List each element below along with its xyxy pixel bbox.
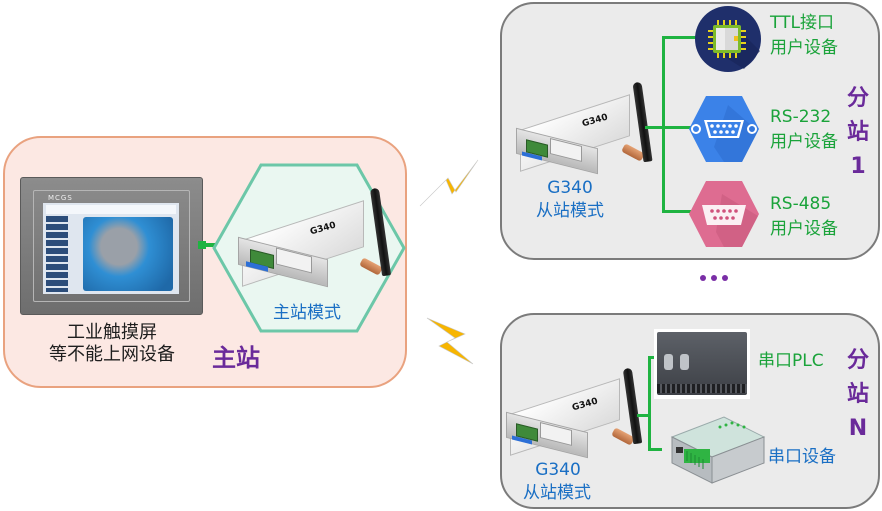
plc-serial-port	[664, 354, 673, 370]
hmi-display-banner	[46, 205, 176, 214]
bus-line	[662, 36, 665, 213]
wireless-link-bolt-icon	[419, 159, 479, 207]
g340-slaven-device: G340	[502, 366, 652, 466]
hmi-caption-line1: 工业触摸屏	[67, 322, 157, 343]
g340-master-device: G340	[232, 180, 407, 290]
station-label-char: 1	[850, 154, 866, 179]
hmi-brand-label: MCGS	[48, 194, 73, 202]
endpoint-rs232-line1: RS-232	[770, 107, 832, 127]
slave1-model-label: G340	[547, 178, 593, 198]
endpoint-ttl-line2: 用户设备	[770, 38, 838, 58]
rs485-db9-icon	[689, 181, 759, 247]
endpoint-rs485-line1: RS-485	[770, 194, 832, 214]
station-label-char: N	[848, 416, 868, 441]
serial-device-icon	[670, 416, 766, 484]
endpoint-rs232-line2: 用户设备	[770, 132, 838, 152]
hmi-caption-line2: 等不能上网设备	[49, 344, 175, 365]
wireless-link-bolt-icon	[426, 317, 474, 365]
bus-line	[662, 126, 692, 129]
hmi-display-menu	[46, 216, 68, 292]
bus-line	[648, 356, 651, 451]
hmi-bezel: MCGS	[33, 190, 190, 302]
hmi-display	[43, 203, 179, 294]
slaven-mode-label: 从站模式	[523, 483, 591, 503]
bus-line	[648, 356, 658, 359]
bus-line	[648, 448, 662, 451]
rs232-db9-icon	[689, 96, 759, 162]
endpoint-serial-device-label: 串口设备	[768, 447, 836, 467]
plc-serial-port	[680, 354, 689, 370]
serial-connector	[198, 241, 206, 249]
station-label-char: 站	[846, 120, 869, 145]
plc-icon	[654, 329, 750, 399]
more-stations-ellipsis	[700, 275, 728, 281]
endpoint-rs485-line2: 用户设备	[770, 219, 838, 239]
station-label-char: 站	[846, 382, 869, 407]
station-label-char: 分	[846, 348, 869, 373]
ellipsis-dot	[711, 275, 717, 281]
ellipsis-dot	[700, 275, 706, 281]
station-label-char: 分	[846, 86, 869, 111]
bus-line	[662, 210, 692, 213]
hmi-display-image	[83, 217, 173, 291]
slave-station-n-label: 分 站 N	[843, 344, 873, 446]
master-station-label: 主站	[212, 344, 260, 372]
ellipsis-dot	[722, 275, 728, 281]
serial-link-line	[202, 243, 224, 247]
chip-icon	[695, 6, 761, 72]
bus-line	[662, 36, 696, 39]
endpoint-ttl-line1: TTL接口	[770, 13, 834, 33]
bus-line	[645, 126, 665, 129]
plc-terminals	[657, 384, 747, 393]
touch-screen-hmi: MCGS	[20, 177, 203, 315]
endpoint-plc-label: 串口PLC	[758, 351, 824, 371]
slave-station-1-label: 分 站 1	[843, 82, 873, 184]
master-mode-label: 主站模式	[273, 303, 341, 323]
slave1-mode-label: 从站模式	[536, 201, 604, 221]
bus-line	[637, 414, 651, 417]
slaven-model-label: G340	[535, 460, 581, 480]
g340-slave1-device: G340	[512, 81, 662, 182]
